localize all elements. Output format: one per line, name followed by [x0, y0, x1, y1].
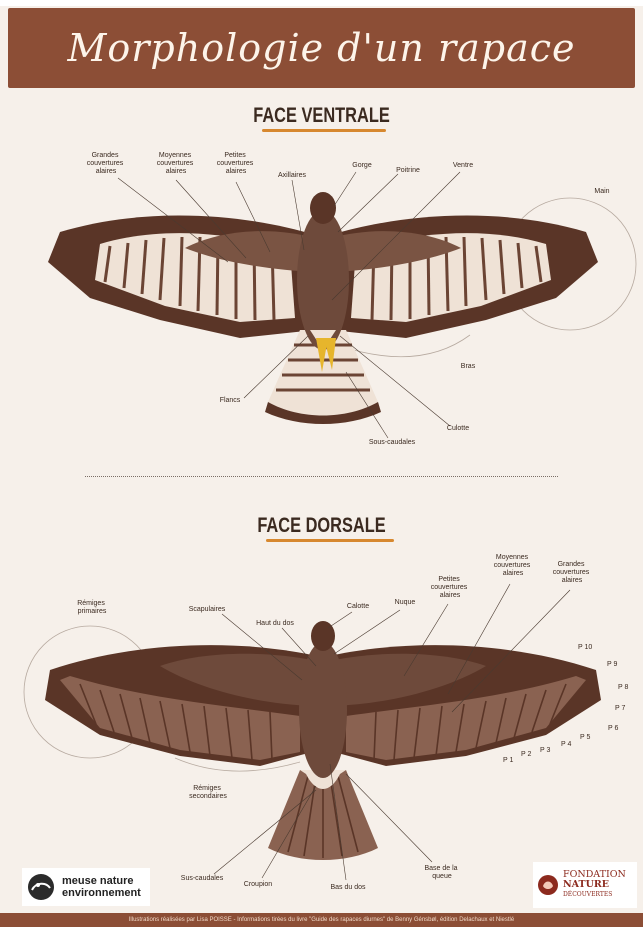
fondation-nature-logo-text: FONDATION NATURE DÉCOUVERTES: [563, 870, 626, 900]
label-p6: P 6: [608, 725, 618, 732]
label-p5: P 5: [580, 734, 590, 741]
label-p2: P 2: [521, 751, 531, 758]
meuse-nature-logo-text: meuse nature environnement: [62, 875, 141, 899]
label-remiges-secondaires: Rémiges secondaires: [189, 785, 227, 800]
label-bas-du-dos: Bas du dos: [330, 884, 366, 891]
label-haut-du-dos: Haut du dos: [256, 620, 294, 627]
label-sus-caudales: Sus-caudales: [181, 875, 224, 882]
label-p10: P 10: [578, 644, 592, 651]
label-petites-couvertures-dorsal: Petites couvertures alaires: [431, 576, 470, 599]
leader-calotte: [328, 612, 352, 628]
label-remiges-primaires: Rémiges primaires: [77, 600, 107, 615]
credits-footer: Illustrations réalisées par Lisa POISSE …: [0, 913, 643, 927]
dorsal-body: [299, 642, 347, 778]
label-p3: P 3: [540, 747, 550, 754]
label-nuque: Nuque: [395, 599, 416, 606]
fondation-nature-logo-icon: [537, 874, 559, 896]
fondation-nature-logo: FONDATION NATURE DÉCOUVERTES: [533, 862, 637, 908]
label-croupion: Croupion: [244, 881, 273, 888]
label-grandes-couvertures-dorsal: Grandes couvertures alaires: [553, 561, 592, 584]
label-p9: P 9: [607, 661, 617, 668]
meuse-nature-logo-icon: [26, 872, 56, 902]
label-moyennes-couvertures-dorsal: Moyennes couvertures alaires: [494, 554, 533, 577]
label-p4: P 4: [561, 741, 571, 748]
label-p1: P 1: [503, 757, 513, 764]
label-base-de-la-queue: Base de la queue: [424, 865, 459, 880]
meuse-nature-logo: meuse nature environnement: [22, 868, 150, 906]
label-calotte: Calotte: [347, 603, 369, 610]
label-p7: P 7: [615, 705, 625, 712]
label-p8: P 8: [618, 684, 628, 691]
label-scapulaires: Scapulaires: [189, 606, 226, 613]
